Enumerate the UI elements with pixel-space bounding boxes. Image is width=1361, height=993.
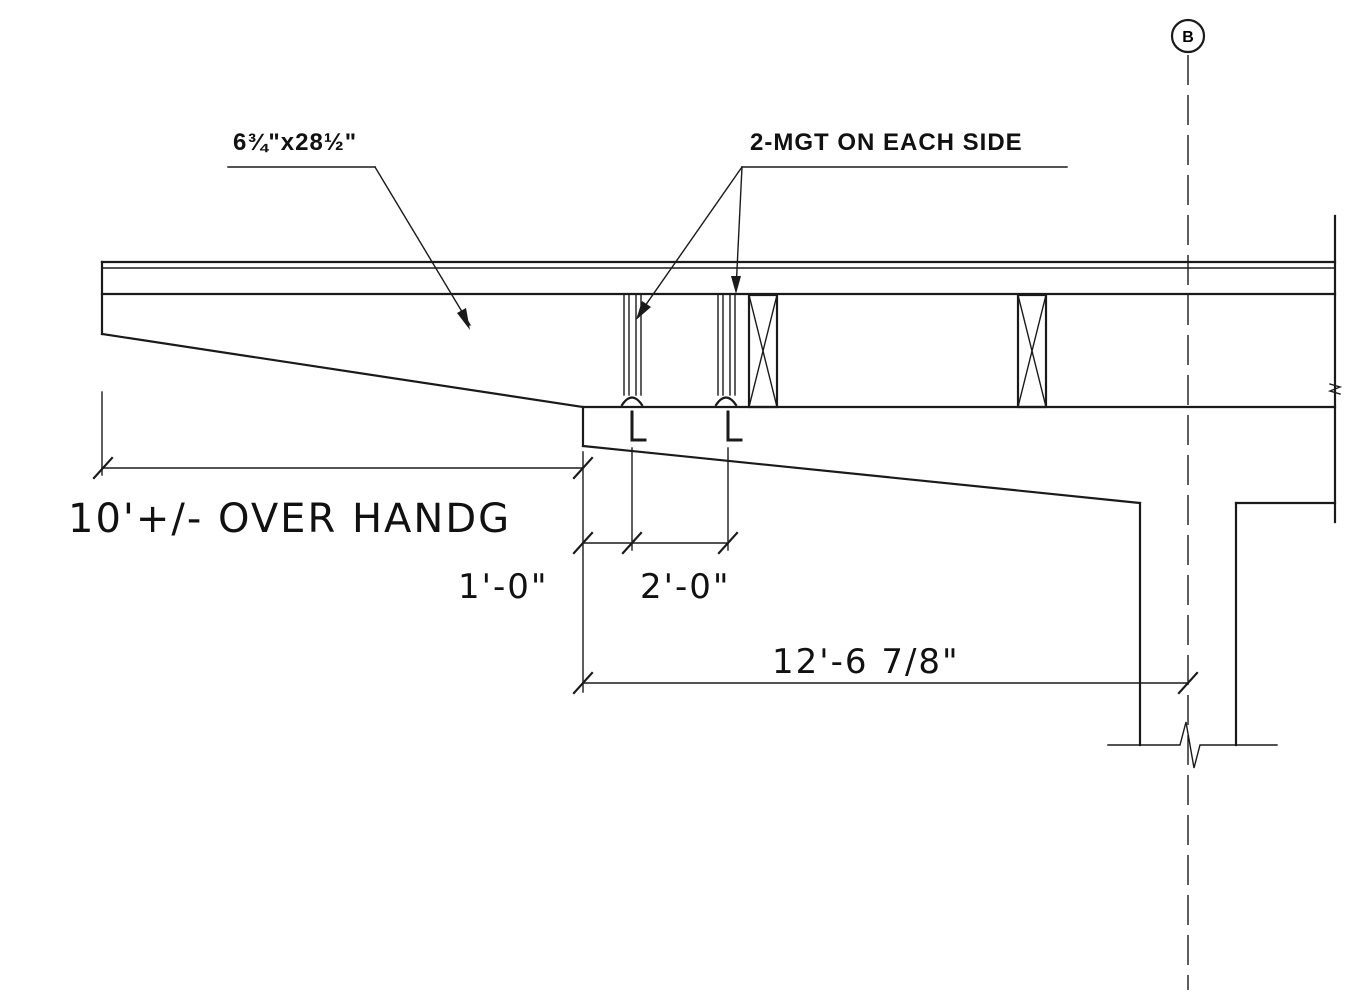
mgt-callout: 2-MGT ON EACH SIDE xyxy=(636,129,1068,320)
bent-cap xyxy=(581,405,1337,769)
spacing-dimension: 1'-0" 2'-0" xyxy=(458,531,739,607)
grid-line-b: B xyxy=(1170,18,1206,990)
grid-bubble xyxy=(1170,18,1206,54)
column-break-line xyxy=(1107,721,1278,769)
beam-size-label: 6¾"x28½" xyxy=(233,129,357,156)
edge-offset-label: 1'-0" xyxy=(458,567,549,607)
mgt-anchor-2 xyxy=(714,294,743,442)
beam-size-callout: 6¾"x28½" xyxy=(227,129,471,330)
deck-slab xyxy=(100,214,1343,524)
to-grid-label: 12'-6 7/8" xyxy=(772,642,960,682)
overhang-dimension: 10'+/- OVER HANDG xyxy=(68,391,594,542)
diaphragm-1 xyxy=(747,293,779,409)
deck-slab-haunch xyxy=(100,332,585,409)
mgt-anchor-1 xyxy=(620,294,647,442)
overhang-label: 10'+/- OVER HANDG xyxy=(68,496,511,542)
mgt-note-label: 2-MGT ON EACH SIDE xyxy=(750,129,1023,156)
spacing-label: 2'-0" xyxy=(640,567,731,607)
diaphragm-2 xyxy=(1016,293,1048,409)
grid-dimension: 12'-6 7/8" xyxy=(572,642,1199,695)
grid-label: B xyxy=(1182,29,1194,46)
